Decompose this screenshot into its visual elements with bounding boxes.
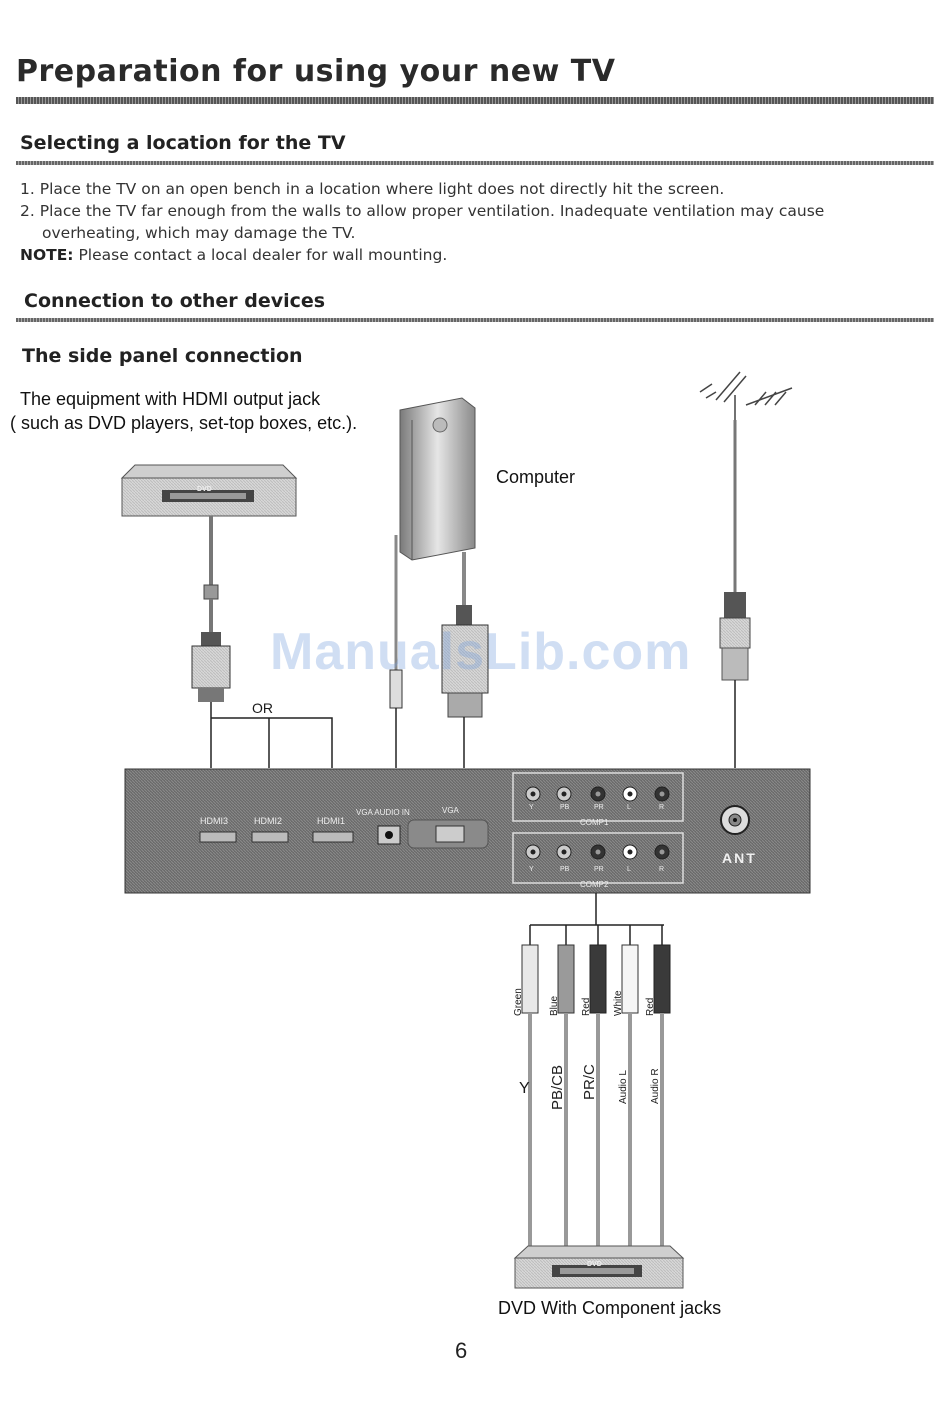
- hdmi-cable: [191, 516, 333, 768]
- tv-side-panel: [124, 768, 811, 894]
- computer-label: Computer: [496, 467, 576, 487]
- hdmi3-label: HDMI3: [200, 816, 229, 826]
- vga-label: VGA: [442, 806, 459, 815]
- ant-label: ANT: [722, 850, 757, 866]
- connection-diagram: [120, 371, 811, 1289]
- comp1-pr-label: PR: [594, 804, 604, 811]
- title-rule: [16, 97, 934, 104]
- hdmi2-label: HDMI2: [254, 816, 283, 826]
- or-label: OR: [252, 700, 273, 716]
- comp2-r-label: R: [659, 866, 665, 873]
- comp1-l-label: L: [627, 804, 631, 811]
- note-text: Please contact a local dealer for wall m…: [73, 246, 448, 264]
- instruction-item-1: 1. Place the TV on an open bench in a lo…: [20, 180, 725, 198]
- dvd-component-caption: DVD With Component jacks: [498, 1298, 722, 1318]
- comp2-group: [512, 832, 684, 884]
- hdmi1-label: HDMI1: [317, 816, 346, 826]
- instruction-item-2: 2. Place the TV far enough from the wall…: [20, 202, 825, 220]
- signal-y: Y: [519, 1080, 530, 1097]
- comp1-r-label: R: [659, 804, 665, 811]
- signal-audio-r: Audio R: [650, 1068, 661, 1104]
- vga-audio-in-label: VGA AUDIO IN: [356, 808, 410, 817]
- comp2-y-label: Y: [529, 866, 534, 873]
- comp1-label: COMP1: [580, 818, 609, 827]
- comp2-label: COMP2: [580, 880, 609, 889]
- watermark: ManualsLib.com: [270, 623, 692, 681]
- subsection-title-side-panel: The side panel connection: [22, 345, 303, 367]
- hdmi2-port: [251, 831, 289, 843]
- signal-pb-cb: PB/CB: [549, 1064, 566, 1110]
- cable-color-green: Green: [513, 988, 524, 1016]
- hdmi-dvd-logo: DVD: [197, 486, 212, 493]
- vga-audio-cable: [389, 535, 403, 768]
- hdmi-equipment-caption-1: The equipment with HDMI output jack: [20, 389, 321, 409]
- cable-color-blue: Blue: [549, 995, 560, 1016]
- note-label: NOTE:: [20, 246, 74, 264]
- section-title-connection: Connection to other devices: [24, 290, 326, 312]
- signal-audio-l: Audio L: [618, 1070, 629, 1104]
- hdmi3-port: [199, 831, 237, 843]
- comp2-pb-label: PB: [560, 866, 570, 873]
- antenna-cable: [719, 420, 751, 768]
- comp1-group: [512, 772, 684, 822]
- cable-color-red: Red: [581, 997, 592, 1016]
- page-number: 6: [455, 1338, 468, 1363]
- comp1-y-label: Y: [529, 804, 534, 811]
- antenna: [699, 371, 793, 590]
- component-cables: [521, 893, 671, 1250]
- hdmi-equipment-caption-2: ( such as DVD players, set-top boxes, et…: [10, 413, 358, 433]
- computer-tower: [399, 397, 476, 561]
- page-title: Preparation for using your new TV: [16, 54, 616, 89]
- component-dvd-logo: DVD: [587, 1261, 602, 1268]
- comp2-pr-label: PR: [594, 866, 604, 873]
- cable-color-white: White: [613, 990, 624, 1016]
- hdmi1-port: [312, 831, 354, 843]
- vga-cable: [441, 552, 489, 768]
- section-rule-1: [16, 161, 934, 165]
- note-line: NOTE: Please contact a local dealer for …: [20, 244, 447, 266]
- comp2-l-label: L: [627, 866, 631, 873]
- component-dvd-player: [513, 1245, 685, 1289]
- comp1-pb-label: PB: [560, 804, 570, 811]
- section-rule-2: [16, 318, 934, 322]
- hdmi-dvd-player: [120, 464, 298, 517]
- signal-pr-c: PR/C: [581, 1064, 598, 1100]
- instruction-item-2-cont: overheating, which may damage the TV.: [42, 224, 356, 242]
- section-title-location: Selecting a location for the TV: [20, 132, 346, 154]
- cable-color-red-2: Red: [645, 997, 656, 1016]
